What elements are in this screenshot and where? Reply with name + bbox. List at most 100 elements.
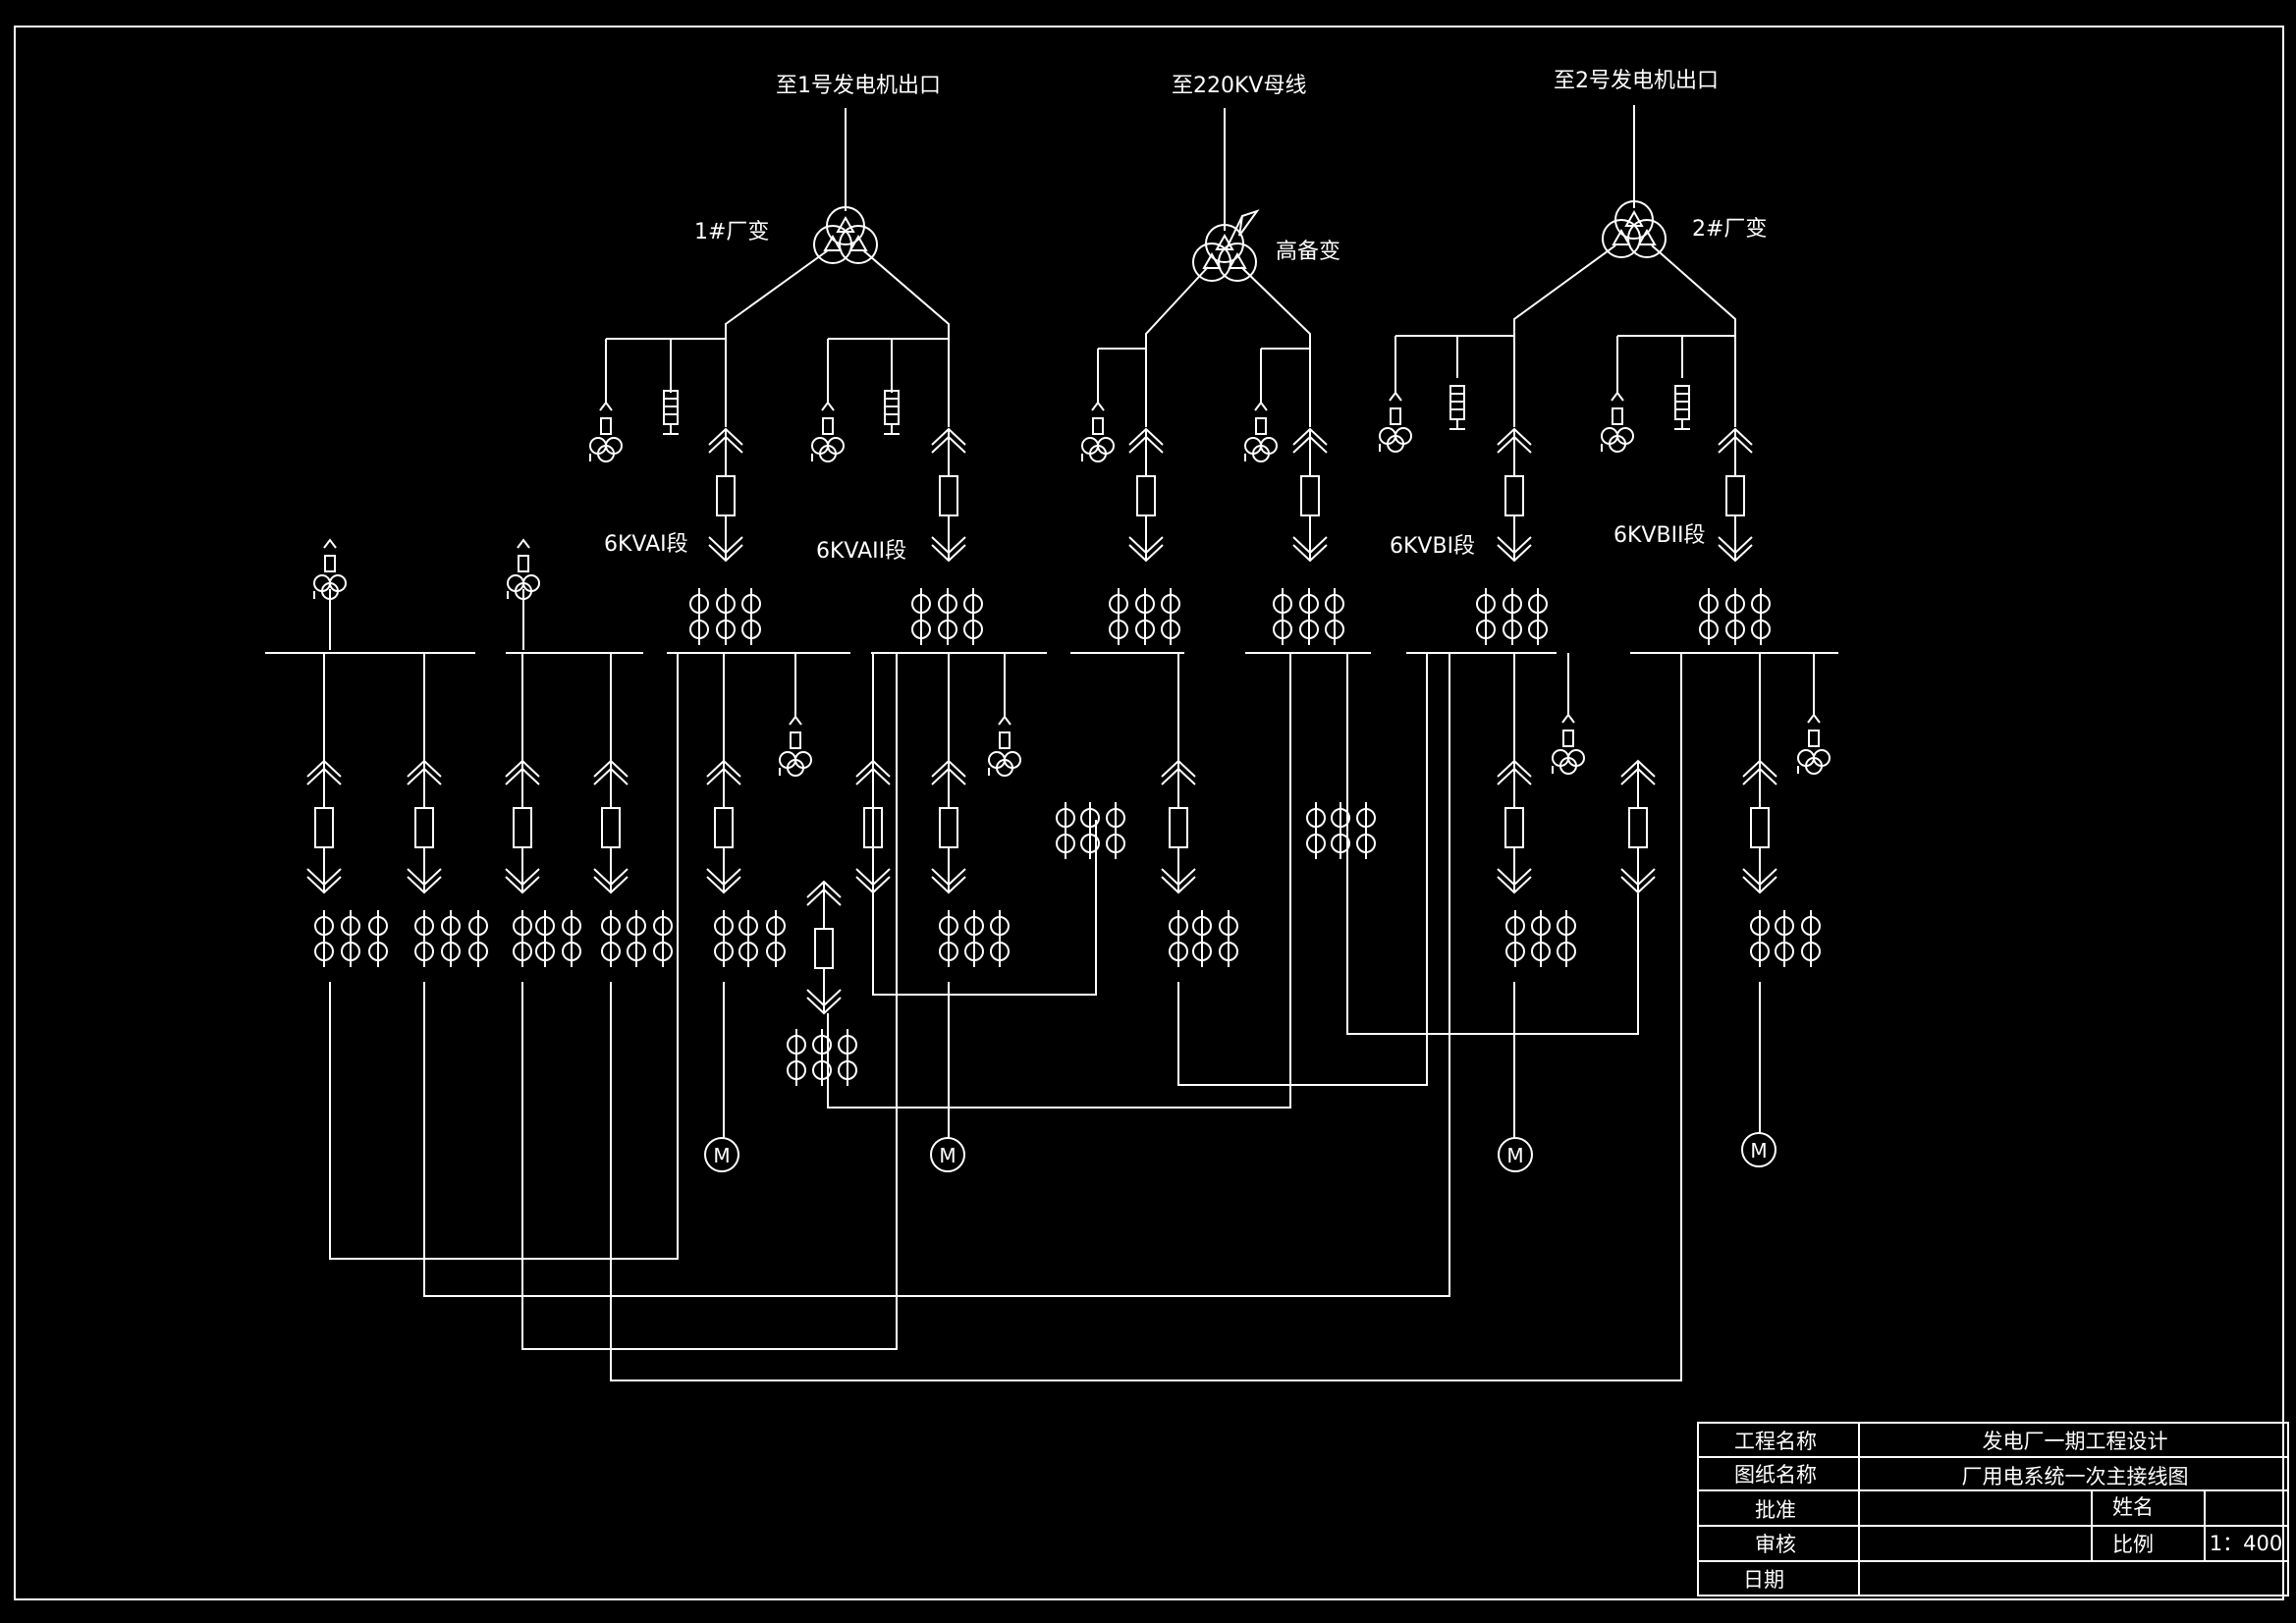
vt-fuse	[600, 417, 612, 435]
tie-link	[1177, 653, 1428, 1086]
tb-name-label: 姓名	[2112, 1495, 2154, 1519]
feeder-breaker-box	[1750, 807, 1770, 848]
vt-fuse	[324, 555, 336, 572]
branch-a2	[862, 249, 950, 427]
feed-label-gen2: 至2号发电机出口	[1554, 69, 1719, 93]
transformer-label-2: 2#厂变	[1692, 217, 1767, 242]
motor-label-3: M	[1506, 1144, 1523, 1167]
feeder-breaker-box	[314, 807, 334, 848]
transformer-2-winding	[1624, 209, 1644, 227]
vt-fuse	[1255, 417, 1267, 435]
tie-link	[1346, 653, 1639, 1035]
tb-drawing-label: 图纸名称	[1734, 1463, 1817, 1487]
branch-standby-a	[1145, 266, 1209, 427]
transformer-1-winding	[836, 215, 855, 233]
tb-approve-label: 批准	[1755, 1498, 1796, 1522]
motor-label-4: M	[1750, 1139, 1767, 1163]
tie-breaker-box	[814, 928, 834, 969]
incomer-b2-box	[1725, 475, 1745, 516]
tb-drawing-value: 厂用电系统一次主接线图	[1962, 1465, 2189, 1488]
vt-plug	[1254, 401, 1268, 411]
vt-plug	[998, 715, 1011, 726]
vt-plug	[1807, 713, 1821, 724]
motor-circle-1	[704, 1137, 739, 1172]
branch-b1	[1513, 244, 1616, 427]
vt-plug	[517, 538, 530, 549]
section-label-b2: 6KVBII段	[1613, 523, 1706, 548]
vt-fuse	[1092, 417, 1104, 435]
transformer-standby-winding	[1228, 251, 1247, 269]
transformer-2-winding	[1637, 228, 1657, 245]
vt-circle	[1559, 757, 1577, 775]
title-block	[1697, 1422, 2289, 1596]
tie-link	[329, 653, 679, 1260]
incomer-standby-b-box	[1300, 475, 1320, 516]
tie-link	[872, 653, 1097, 996]
branch-standby-b	[1240, 266, 1311, 427]
vt-circle	[787, 759, 804, 777]
tb-scale-value: 1：400	[2210, 1532, 2282, 1555]
tie-link	[521, 653, 898, 1350]
incomer-a2-box	[939, 475, 958, 516]
vt-circle	[1609, 435, 1626, 453]
tb-review-label: 审核	[1755, 1533, 1796, 1556]
feeder-breaker-box	[414, 807, 434, 848]
standby-tap	[1225, 215, 1243, 251]
vt-fuse	[1808, 730, 1820, 747]
vt-fuse	[999, 731, 1011, 749]
vt-fuse	[1390, 407, 1401, 425]
transformer-standby	[1205, 224, 1244, 263]
tie-link	[827, 653, 1291, 1109]
tie-link	[610, 653, 1682, 1381]
motor-circle-4	[1741, 1132, 1777, 1167]
motor-circle-3	[1498, 1137, 1533, 1172]
feed-label-gen1: 至1号发电机出口	[776, 74, 941, 98]
incomer-b1-box	[1504, 475, 1524, 516]
feeder-breaker-box	[601, 807, 621, 848]
vt-circle	[1387, 435, 1404, 453]
drawing-frame	[14, 26, 2284, 1600]
vt-plug	[1561, 713, 1575, 724]
vt-circle	[996, 759, 1013, 777]
branch-b2	[1651, 244, 1736, 427]
motor-label-2: M	[939, 1144, 956, 1167]
tie-breaker-box	[1628, 807, 1648, 848]
transformer-standby-winding	[1202, 251, 1222, 269]
feeder-breaker-box	[1504, 807, 1524, 848]
transformer-label-standby: 高备变	[1276, 240, 1340, 264]
vt-plug	[821, 401, 835, 411]
vt-plug	[323, 538, 337, 549]
vt-circle	[1805, 757, 1823, 775]
transformer-1	[826, 206, 865, 245]
vt-plug	[599, 401, 613, 411]
feeder-breaker-box	[513, 807, 532, 848]
vt-fuse	[518, 555, 529, 572]
wiring	[265, 105, 1838, 1381]
standby-tap-arrow	[1238, 209, 1260, 237]
incomer-standby-a-box	[1136, 475, 1156, 516]
motor-circle-2	[930, 1137, 965, 1172]
tb-scale-label: 比例	[2112, 1533, 2154, 1556]
incomer-a1-box	[716, 475, 736, 516]
section-label-a1: 6KVAI段	[604, 532, 688, 557]
motor-label-1: M	[713, 1144, 730, 1167]
vt-plug	[1389, 391, 1402, 402]
vt-circle	[819, 445, 837, 462]
vt-fuse	[1562, 730, 1574, 747]
vt-fuse	[790, 731, 801, 749]
vt-fuse	[822, 417, 834, 435]
vt-fuse	[1612, 407, 1623, 425]
section-label-a2: 6KVAII段	[816, 539, 906, 564]
tb-project-value: 发电厂一期工程设计	[1983, 1430, 2168, 1453]
feeder-breaker-box	[1169, 807, 1188, 848]
vt-plug	[789, 715, 802, 726]
vt-plug	[1611, 391, 1624, 402]
vt-plug	[1091, 401, 1105, 411]
feeder-breaker-box	[714, 807, 734, 848]
transformer-1-winding	[848, 234, 868, 251]
vt-circle	[597, 445, 615, 462]
transformer-1-winding	[823, 234, 843, 251]
branch-a1	[725, 249, 829, 427]
tie-link	[423, 653, 1450, 1297]
